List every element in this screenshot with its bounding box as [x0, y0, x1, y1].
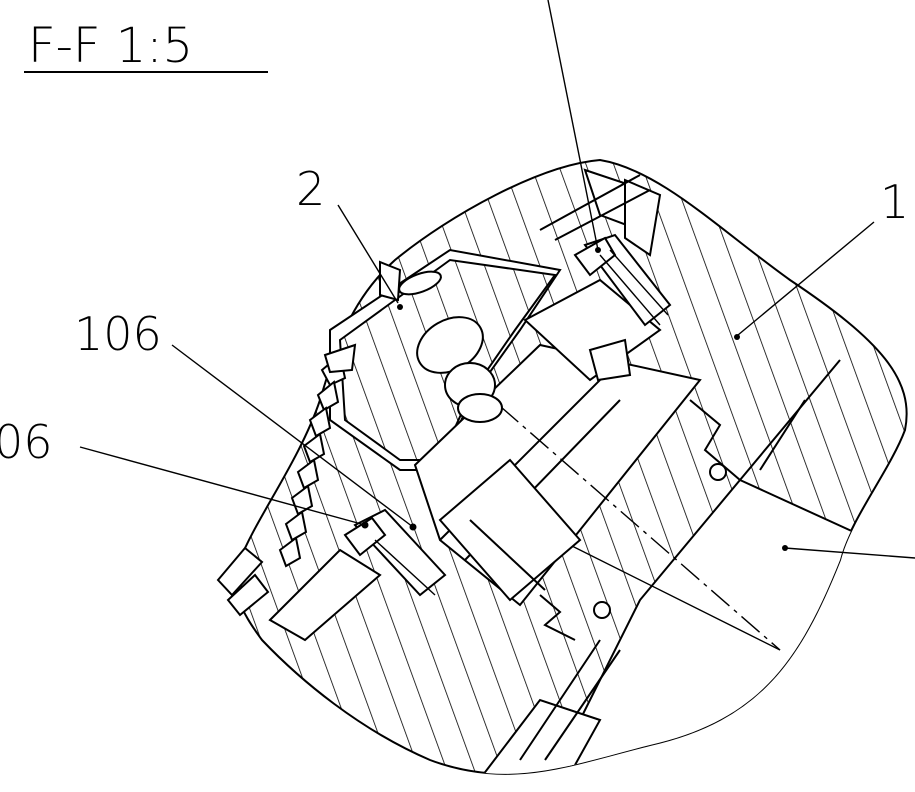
- screw-upper: [573, 233, 672, 327]
- seal-right: [709, 463, 727, 481]
- label-item-2: 2: [296, 162, 325, 216]
- label-item-1: 1: [880, 175, 909, 229]
- label-item-106-upper: 106: [74, 307, 162, 361]
- leader-top: [547, 0, 599, 251]
- leader-106-left: [79, 446, 366, 526]
- leader-106-upper: [171, 344, 414, 528]
- pin-upper: [398, 270, 503, 423]
- tip-insert: [379, 260, 402, 302]
- screw-lower: [343, 508, 447, 597]
- leader-right: [784, 547, 915, 559]
- leader-1: [737, 221, 875, 336]
- clamp-block-lower: [216, 546, 382, 642]
- seal-lower: [593, 601, 611, 619]
- section-title: F-F 1:5: [28, 18, 193, 74]
- wedge-top: [539, 168, 662, 257]
- leader-2: [337, 204, 399, 304]
- label-item-106-left: 06: [0, 415, 53, 469]
